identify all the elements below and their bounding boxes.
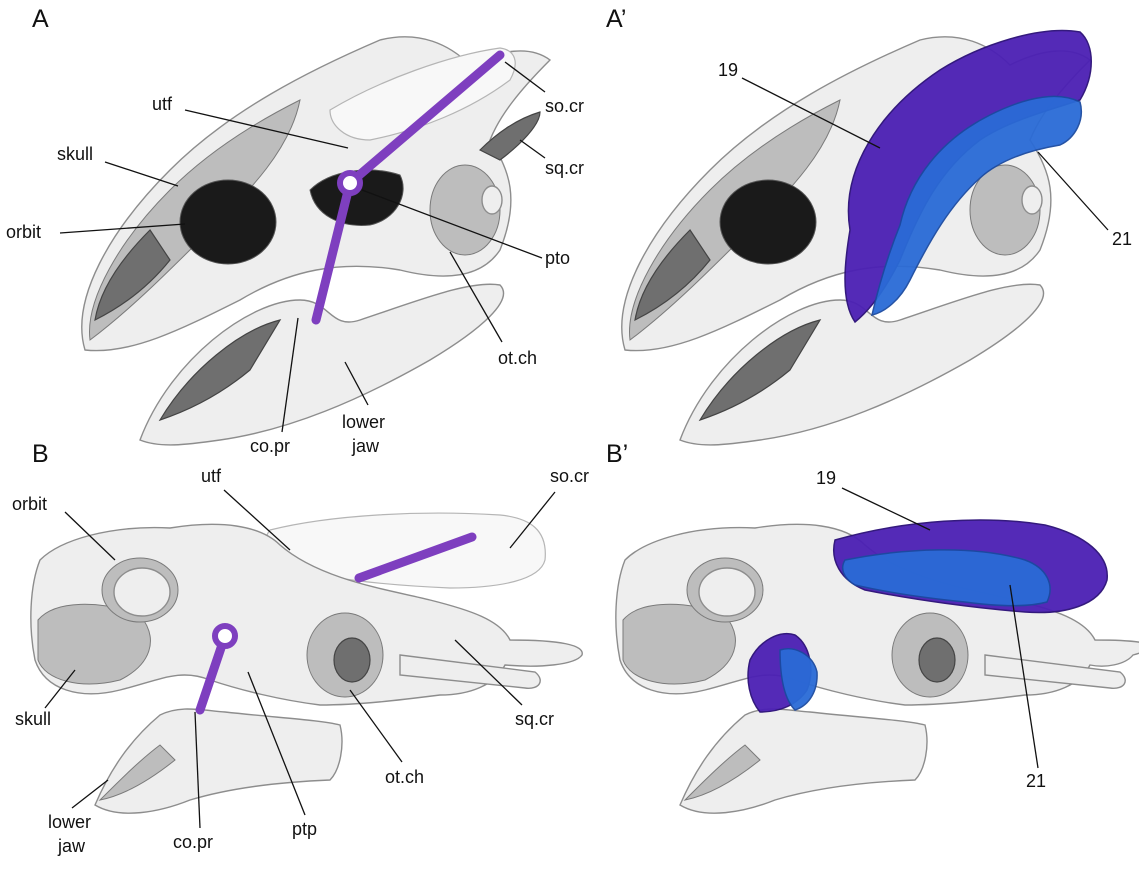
- label-lower-a: lower: [342, 412, 385, 432]
- label-orbit-b: orbit: [12, 494, 47, 514]
- ot-ch-knob: [482, 186, 502, 214]
- label-21-bp: 21: [1026, 771, 1046, 791]
- panel-a-prime-letter: A’: [606, 5, 626, 33]
- label-19-ap: 19: [718, 60, 738, 80]
- label-so-cr-a: so.cr: [545, 96, 584, 116]
- label-jaw-b: jaw: [57, 836, 86, 856]
- orbit-hole: [180, 180, 276, 264]
- label-co-pr-b: co.pr: [173, 832, 213, 852]
- orbit-hole-ap: [720, 180, 816, 264]
- label-co-pr-a: co.pr: [250, 436, 290, 456]
- label-utf-a: utf: [152, 94, 173, 114]
- panel-b-prime-letter: B’: [606, 440, 628, 468]
- ot-ch-knob-ap: [1022, 186, 1042, 214]
- panel-a-letter: A: [32, 5, 49, 33]
- leader-sq-cr-a: [520, 140, 545, 158]
- label-19-bp: 19: [816, 468, 836, 488]
- label-sq-cr-a: sq.cr: [545, 158, 584, 178]
- pivot-point: [340, 173, 360, 193]
- label-jaw-a: jaw: [351, 436, 380, 456]
- label-sq-cr-b: sq.cr: [515, 709, 554, 729]
- lower-jaw-bone-bp: [680, 709, 927, 813]
- pivot-point-b: [215, 626, 235, 646]
- label-pto-a: pto: [545, 248, 570, 268]
- lower-jaw-bone-b: [95, 709, 342, 813]
- panel-b-letter: B: [32, 440, 49, 468]
- label-skull-b: skull: [15, 709, 51, 729]
- label-skull-a: skull: [57, 144, 93, 164]
- leader-19-bp: [842, 488, 930, 530]
- panel-a-prime: [622, 31, 1091, 445]
- ot-ch-inner-bp: [919, 638, 955, 682]
- label-ptp-b: ptp: [292, 819, 317, 839]
- label-so-cr-b: so.cr: [550, 466, 589, 486]
- ot-ch-inner-b: [334, 638, 370, 682]
- label-ot-ch-b: ot.ch: [385, 767, 424, 787]
- orbit-inner-b: [114, 568, 170, 616]
- orbit-inner-bp: [699, 568, 755, 616]
- panel-b-prime: [616, 520, 1139, 813]
- label-lower-b: lower: [48, 812, 91, 832]
- label-utf-b: utf: [201, 466, 222, 486]
- label-ot-ch-a: ot.ch: [498, 348, 537, 368]
- label-21-ap: 21: [1112, 229, 1132, 249]
- label-orbit-a: orbit: [6, 222, 41, 242]
